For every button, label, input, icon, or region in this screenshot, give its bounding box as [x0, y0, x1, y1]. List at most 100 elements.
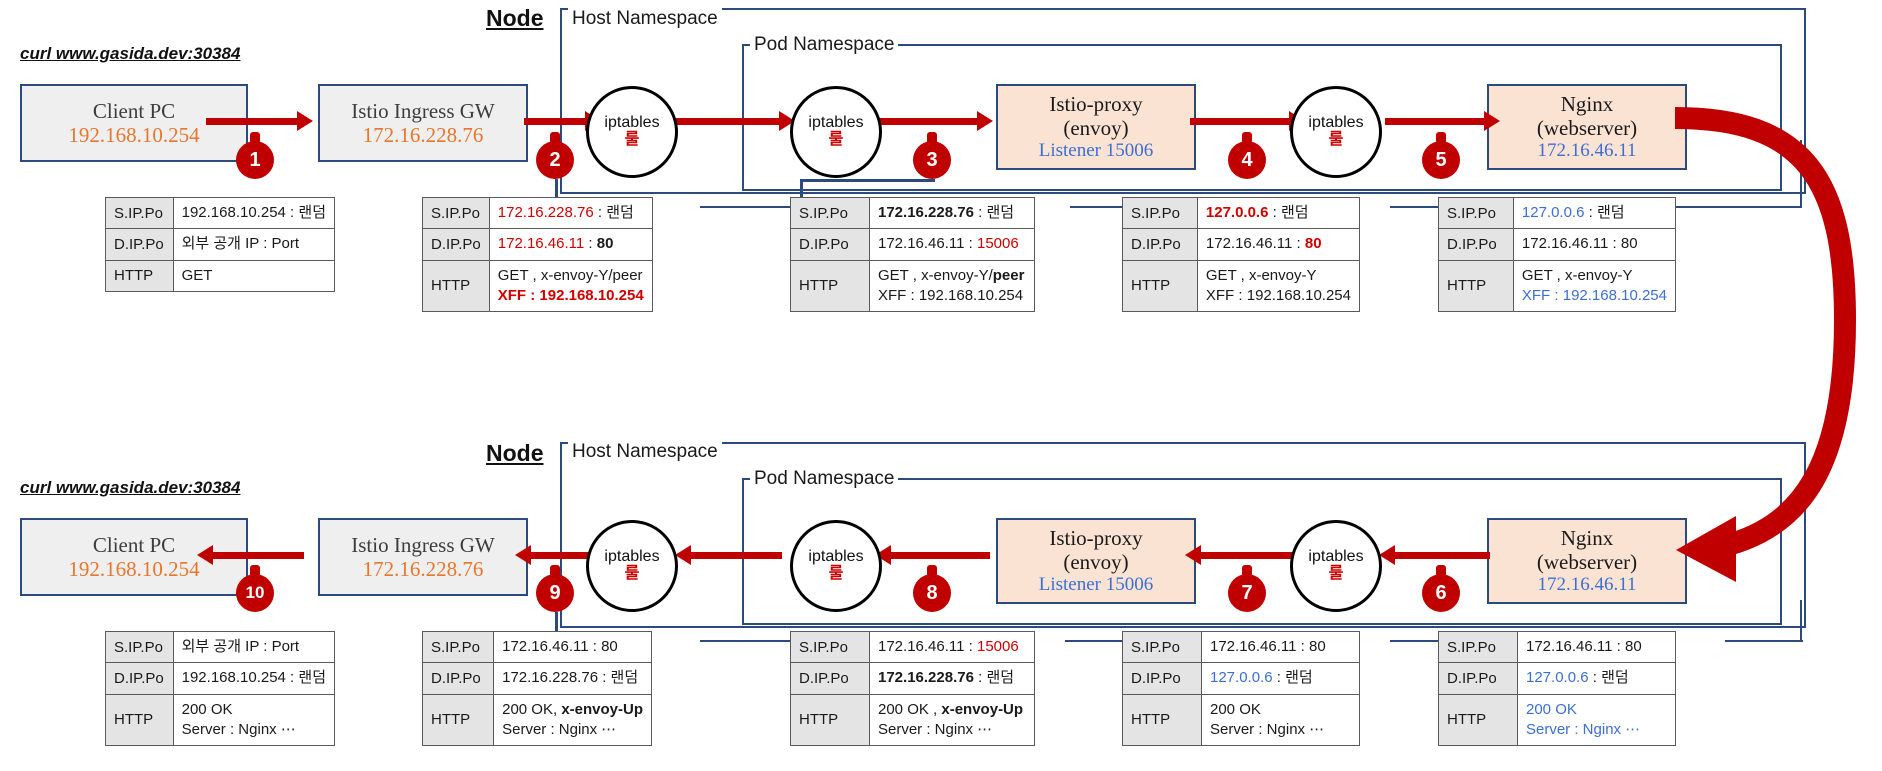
row-key: HTTP	[1438, 259, 1514, 312]
row-value: 172.16.228.76 : 랜덤	[488, 196, 653, 230]
value-run: 172.16.46.11 : 80	[1521, 235, 1638, 253]
row-value: 외부 공개 IP : Port	[172, 228, 336, 261]
value-run: 172.16.46.11 : 80	[502, 638, 618, 655]
box-label-line2: 192.168.10.254	[68, 557, 200, 581]
row-key: HTTP	[790, 259, 870, 312]
pod-namespace-frame-request	[742, 44, 1782, 191]
value-run: Server : Nginx ⋯	[878, 720, 993, 738]
row-value: 172.16.46.11 : 80	[1512, 228, 1677, 261]
step-badge-label: 10	[245, 583, 265, 602]
row-key: S.IP.Po	[790, 630, 870, 664]
connector-line	[700, 640, 800, 642]
step-badge-label: 3	[926, 148, 938, 171]
arrow-6-response	[1185, 545, 1292, 565]
step-badge-6: 6	[1422, 565, 1460, 612]
box-label-line1: Istio-proxy	[1049, 91, 1143, 116]
arrow-5-response	[1379, 545, 1490, 565]
row-key: S.IP.Po	[1122, 630, 1202, 664]
step-badge-2: 2	[536, 132, 574, 179]
connector-line	[1645, 206, 1802, 208]
row-value: 127.0.0.6 : 랜덤	[1196, 196, 1361, 230]
arrow-1-request	[206, 111, 313, 131]
box-label-line2: 172.16.228.76	[362, 123, 484, 147]
row-value: 172.16.228.76 : 랜덤	[869, 196, 1035, 230]
row-value: 172.16.46.11 : 80	[1517, 630, 1676, 664]
row-value: 172.16.46.11 : 80	[493, 630, 652, 664]
value-run: 172.16.46.11 :	[1205, 235, 1305, 253]
step-badge-label: 9	[549, 581, 561, 604]
value-run: Server : Nginx ⋯	[502, 720, 617, 738]
row-value: 192.168.10.254 : 랜덤	[172, 662, 336, 695]
box-istio-proxy-request: Istio-proxy (envoy) Listener 15006	[996, 84, 1196, 170]
iptables-label: iptables	[604, 548, 660, 566]
value-run: 200 OK ,	[878, 700, 942, 718]
step-badge-label: 4	[1241, 148, 1253, 171]
box-label-line1: Istio Ingress GW	[351, 532, 495, 557]
box-label-line3: 172.16.46.11	[1537, 140, 1637, 162]
box-label-line3: Listener 15006	[1038, 140, 1154, 162]
arrow-4-request	[878, 111, 993, 131]
connector-line	[1800, 600, 1802, 642]
value-run: : 랜덤	[973, 204, 1015, 221]
row-key: S.IP.Po	[105, 196, 174, 230]
row-key: HTTP	[790, 693, 870, 746]
value-run: 15006	[976, 235, 1019, 253]
step-badge-4: 4	[1228, 132, 1266, 179]
value-run: 외부 공개 IP : Port	[181, 638, 300, 655]
value-run: 127.0.0.6	[1526, 669, 1589, 687]
row-value: 외부 공개 IP : Port	[172, 630, 336, 664]
connector-line	[1070, 206, 1160, 208]
box-label-line2: (envoy)	[1063, 550, 1129, 575]
connector-line	[555, 179, 558, 206]
iptables-pod-out-response: iptables 룰	[1290, 520, 1382, 612]
value-run: :	[584, 235, 597, 253]
connector-line	[800, 179, 935, 182]
step-badge-8: 8	[913, 565, 951, 612]
iptables-rule-label: 룰	[1328, 565, 1344, 583]
box-label-line2: (envoy)	[1063, 116, 1129, 141]
box-label-line2: (webserver)	[1536, 116, 1638, 141]
value-run: 200 OK	[1210, 700, 1261, 718]
node-label-request: Node	[486, 5, 544, 31]
value-run: 172.16.228.76 : 랜덤	[502, 669, 639, 687]
box-label-line1: Istio-proxy	[1049, 525, 1143, 550]
value-run: GET , x-envoy-Y	[1521, 266, 1633, 284]
connector-line	[1390, 640, 1476, 642]
value-run: x-envoy-Up	[941, 700, 1024, 718]
box-label-line1: Client PC	[92, 532, 176, 557]
value-run: Server : Nginx ⋯	[181, 720, 296, 738]
wraparound-arrow	[1674, 107, 1857, 582]
arrow-8-response	[675, 545, 782, 565]
step-badge-1: 1	[236, 132, 274, 179]
iptables-pod-in-request: iptables 룰	[790, 86, 882, 178]
value-run: 172.16.46.11 :	[878, 235, 977, 253]
value-run: 192.168.10.254 : 랜덤	[181, 669, 326, 687]
row-key: D.IP.Po	[790, 662, 870, 695]
pod-namespace-frame-response	[742, 478, 1782, 625]
box-istio-ingress-gw-response: Istio Ingress GW 172.16.228.76	[318, 518, 528, 596]
value-run: : 랜덤	[973, 669, 1015, 687]
iptables-pod-in-response: iptables 룰	[790, 520, 882, 612]
row-value: 172.16.228.76 : 랜덤	[493, 662, 652, 695]
box-label-line1: Nginx	[1560, 91, 1614, 116]
iptables-label: iptables	[604, 114, 660, 132]
